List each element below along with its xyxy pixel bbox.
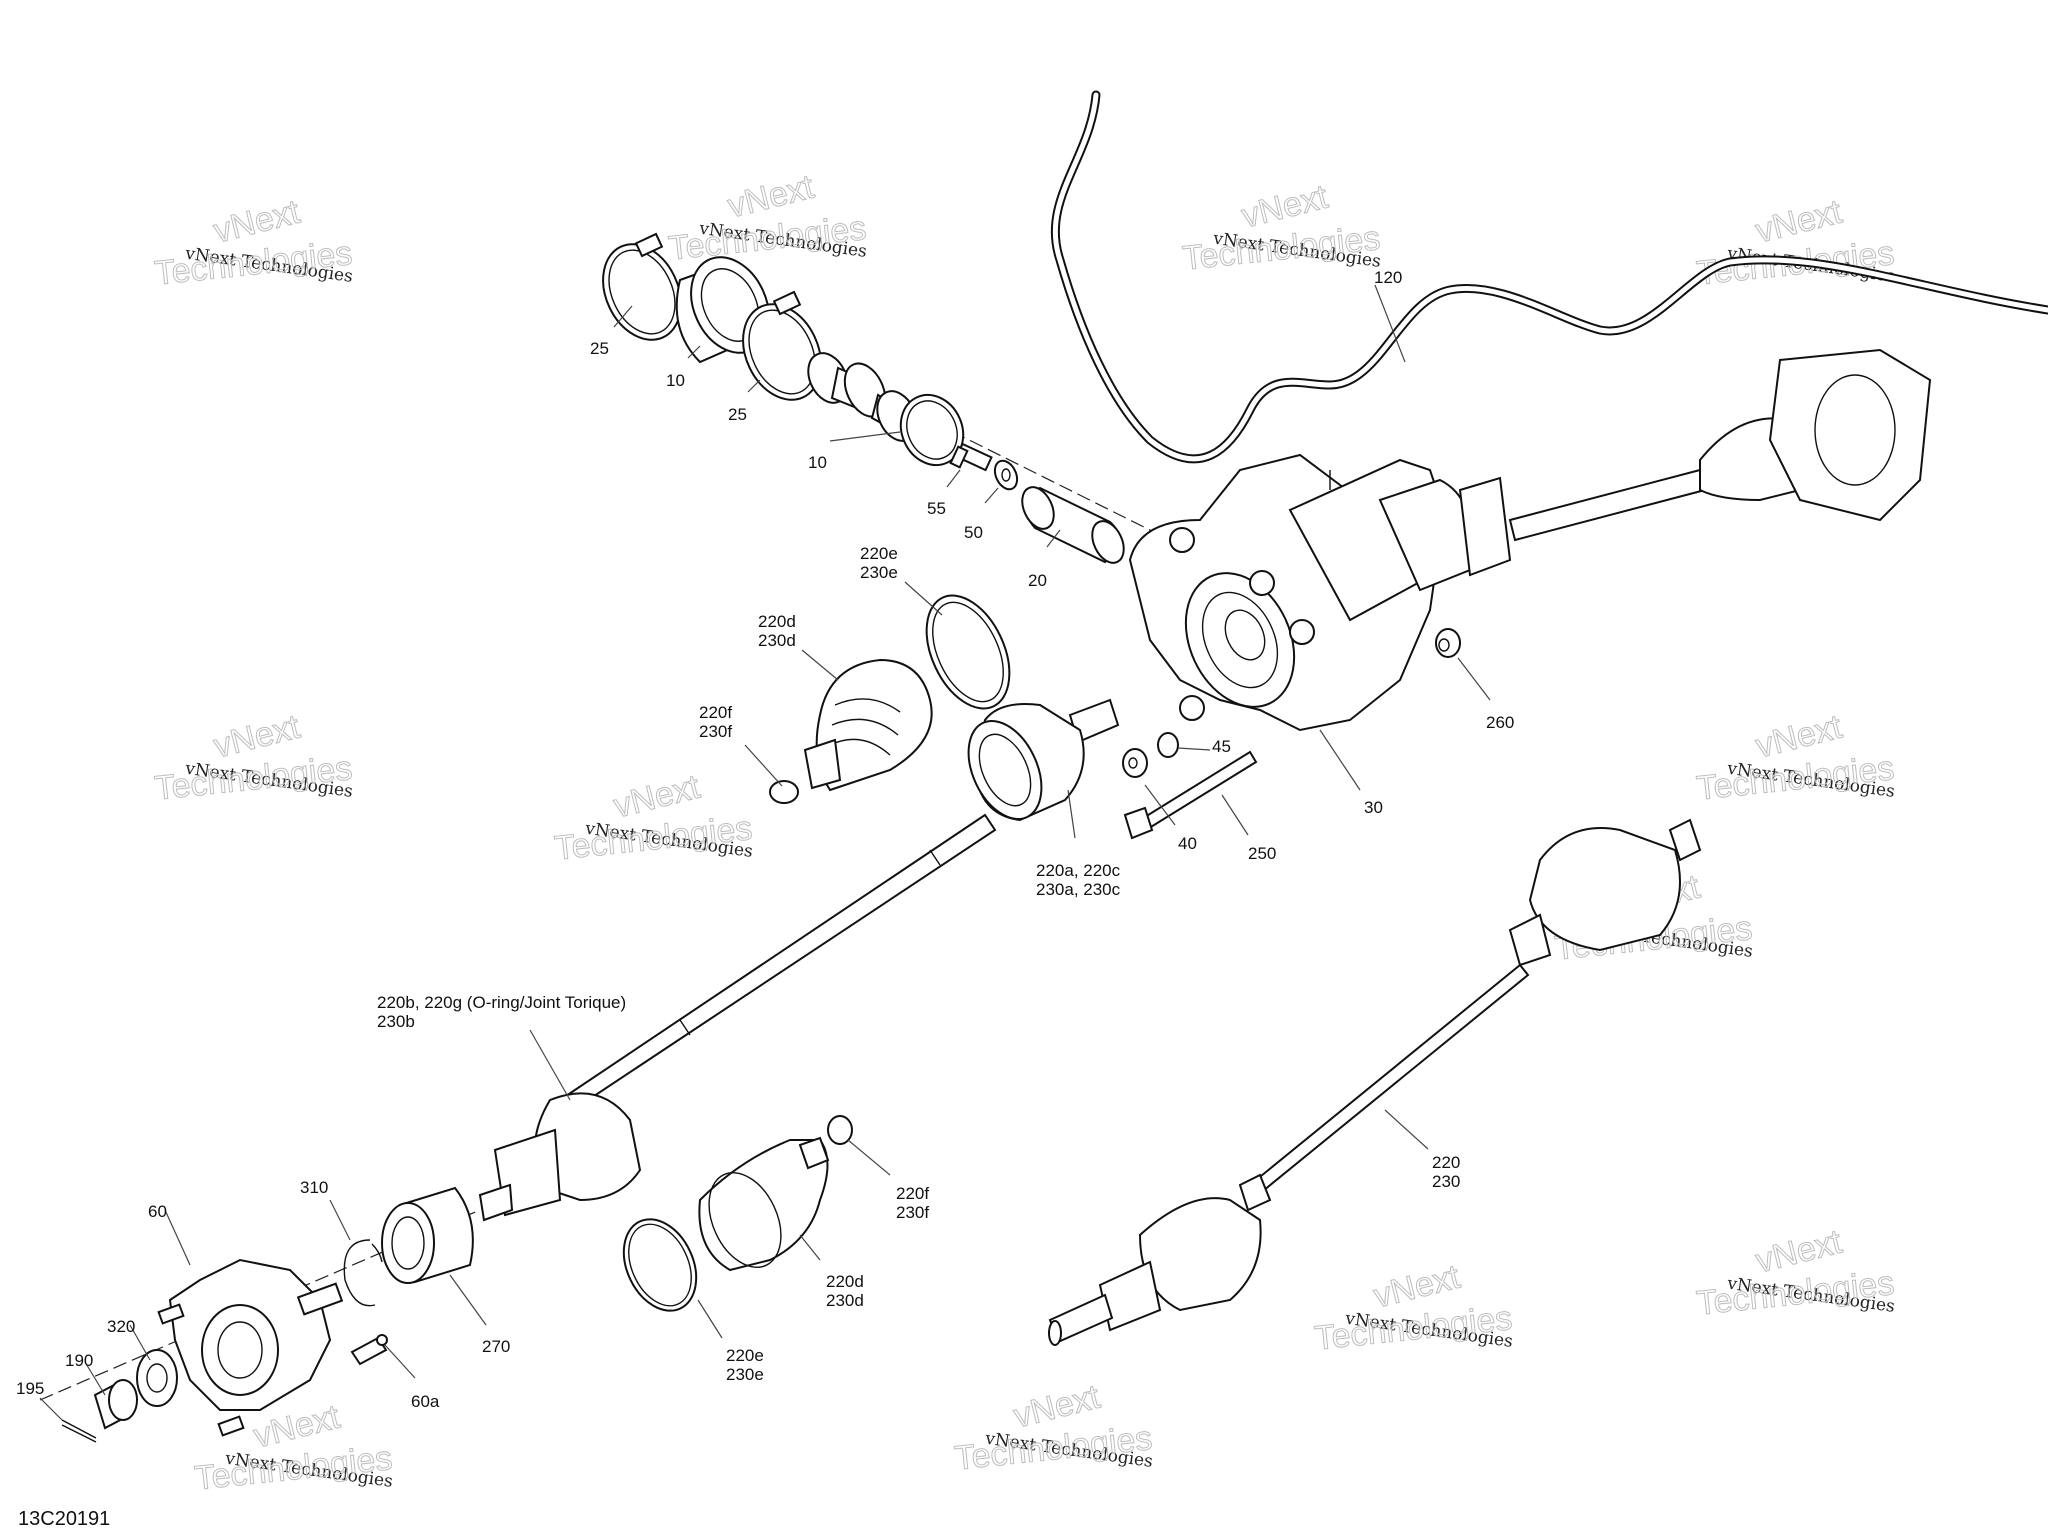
callout-30: 30 — [1364, 798, 1383, 817]
watermark-group: vNext vNext Technologies Technologies vN… — [152, 167, 1896, 1498]
watermark: vNext vNext Technologies Technologies — [152, 707, 354, 808]
callout-220e-upper: 220e — [860, 544, 898, 563]
callout-320: 320 — [107, 1317, 135, 1336]
callout-190: 190 — [65, 1351, 93, 1370]
outer-cv-joint — [478, 1092, 642, 1222]
callout-310: 310 — [300, 1178, 328, 1197]
svg-text:Technologies: Technologies — [1695, 749, 1896, 808]
clamp-220e-upper — [925, 594, 1011, 710]
callout-55: 55 — [927, 499, 946, 518]
clamp-220f-lower — [827, 1115, 853, 1145]
bolt-250 — [1123, 750, 1258, 840]
bolt-55 — [949, 442, 993, 472]
svg-text:Technologies: Technologies — [1695, 1264, 1896, 1323]
watermark: vNext vNext Technologies Technologies — [1694, 707, 1896, 808]
callout-25-lower: 25 — [728, 405, 747, 424]
vent-hose — [1050, 90, 2048, 464]
callout-270: 270 — [482, 1337, 510, 1356]
watermark: vNext vNext Technologies Technologies — [666, 167, 868, 268]
callout-20: 20 — [1028, 571, 1047, 590]
callout-230f-upper: 230f — [699, 722, 732, 741]
callout-230d-upper: 230d — [758, 631, 796, 650]
callout-220f-lower: 220f — [896, 1184, 929, 1203]
clamp-25-upper — [602, 232, 682, 341]
boot-220d-lower — [698, 1136, 830, 1272]
right-axle-upper — [1378, 348, 1932, 592]
clamp-220f-upper — [769, 780, 799, 804]
callout-220b-220g: 220b, 220g (O-ring/Joint Torique) — [377, 993, 626, 1012]
callout-230b: 230b — [377, 1012, 415, 1031]
callout-120: 120 — [1374, 268, 1402, 287]
washer-50 — [993, 459, 1019, 491]
leader-lines — [39, 284, 1491, 1421]
clamp-25-lower — [742, 290, 822, 401]
cotter-pin-195 — [61, 1419, 97, 1443]
watermark: vNext vNext Technologies Technologies — [952, 1377, 1154, 1478]
callout-60: 60 — [148, 1202, 167, 1221]
circlip-45 — [1157, 732, 1179, 758]
clamp-220e-lower — [622, 1218, 698, 1312]
callout-220: 220 — [1432, 1153, 1460, 1172]
svg-text:Technologies: Technologies — [553, 809, 754, 868]
callout-230: 230 — [1432, 1172, 1460, 1191]
callout-10-upper: 10 — [666, 371, 685, 390]
callout-195: 195 — [16, 1379, 44, 1398]
svg-text:Technologies: Technologies — [193, 1439, 394, 1498]
watermark: vNext vNext Technologies Technologies — [1180, 177, 1382, 278]
callout-220e-lower: 220e — [726, 1346, 764, 1365]
washer-320 — [136, 1349, 178, 1407]
callout-230e-upper: 230e — [860, 563, 898, 582]
callout-220d-lower: 220d — [826, 1272, 864, 1291]
svg-text:Technologies: Technologies — [667, 209, 868, 268]
hub-60 — [157, 1258, 344, 1437]
ring-10 — [899, 393, 965, 467]
svg-text:Technologies: Technologies — [953, 1419, 1154, 1478]
complete-drive-shaft — [1048, 818, 1702, 1346]
inner-shaft-10 — [807, 352, 918, 442]
callout-10-lower: 10 — [808, 453, 827, 472]
callout-230e-lower: 230e — [726, 1365, 764, 1384]
svg-text:Technologies: Technologies — [153, 749, 354, 808]
callout-260: 260 — [1486, 713, 1514, 732]
sleeve-20 — [1021, 486, 1125, 564]
callout-220a-220c: 220a, 220c — [1036, 861, 1121, 880]
watermark: vNext vNext Technologies Technologies — [1312, 1257, 1514, 1358]
diagram-id: 13C20191 — [18, 1508, 111, 1530]
watermark: vNext vNext Technologies Technologies — [552, 767, 754, 868]
svg-text:Technologies: Technologies — [1181, 219, 1382, 278]
svg-text:Technologies: Technologies — [153, 234, 354, 293]
callout-50: 50 — [964, 523, 983, 542]
stud-60a — [350, 1334, 388, 1366]
circlip-310 — [343, 1239, 383, 1307]
nut-260 — [1435, 628, 1461, 658]
callout-45: 45 — [1212, 737, 1231, 756]
bearing-270 — [381, 1186, 474, 1284]
callout-labels: 25 10 25 10 55 50 20 120 220e 230e 220d … — [16, 268, 1514, 1411]
callout-230f-lower: 230f — [896, 1203, 929, 1222]
boot-220d-upper — [803, 658, 933, 792]
callout-60a: 60a — [411, 1392, 440, 1411]
watermark: vNext vNext Technologies Technologies — [1694, 1222, 1896, 1323]
callout-230d-lower: 230d — [826, 1291, 864, 1310]
callout-25-upper: 25 — [590, 339, 609, 358]
left-axle-upper — [558, 698, 1120, 1114]
castle-nut-190 — [93, 1379, 138, 1430]
nut-40 — [1122, 748, 1148, 778]
callout-220f-upper: 220f — [699, 703, 732, 722]
callout-40: 40 — [1178, 834, 1197, 853]
watermark: vNext vNext Technologies Technologies — [1694, 192, 1896, 293]
callout-230a-230c: 230a, 230c — [1036, 880, 1121, 899]
callout-250: 250 — [1248, 844, 1276, 863]
svg-text:Technologies: Technologies — [1313, 1299, 1514, 1358]
watermark: vNext vNext Technologies Technologies — [152, 192, 354, 293]
callout-220d-upper: 220d — [758, 612, 796, 631]
